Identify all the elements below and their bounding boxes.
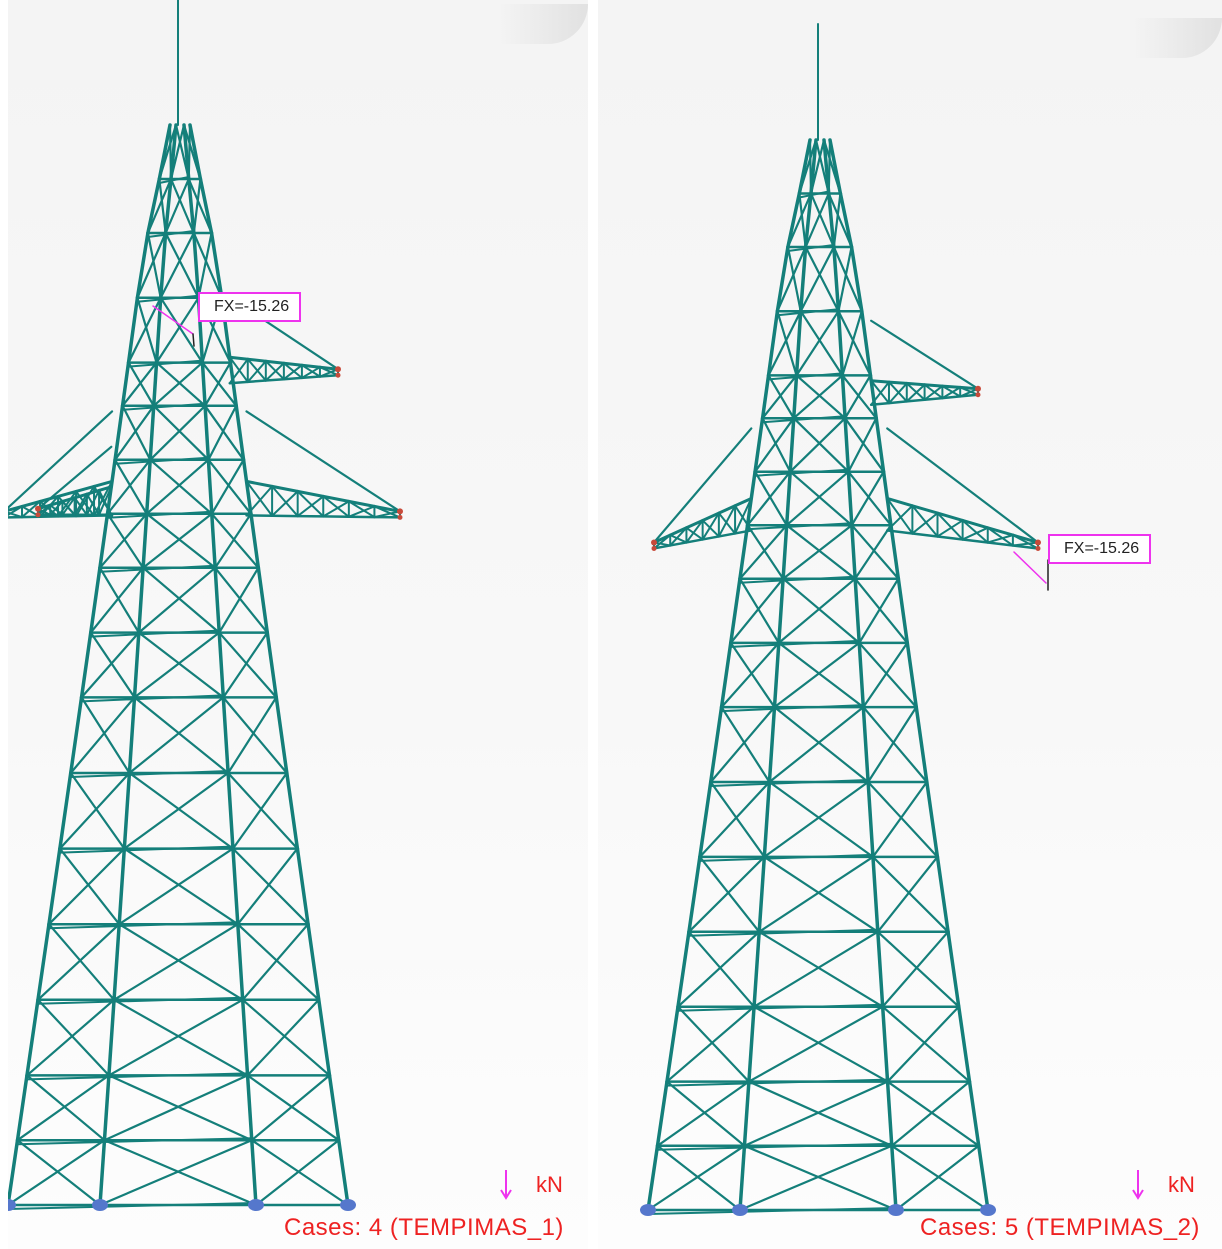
support-node-icon[interactable] [8,1199,16,1211]
unit-label: kN [536,1172,563,1197]
unit-indicator: kN [498,1168,563,1202]
structure-viewport-right[interactable]: FX=-15.26 kN Cases: 5 (TEMPIMAS_2) [598,0,1222,1249]
structure-viewport-left[interactable]: FX=-15.26 kN Cases: 4 (TEMPIMAS_1) [8,0,588,1249]
cases-label: Cases: 5 (TEMPIMAS_2) [920,1214,1200,1241]
support-node-icon[interactable] [92,1199,108,1211]
support-node-icon[interactable] [340,1199,356,1211]
force-value-label: FX=-15.26 [1048,534,1152,564]
force-value-text: FX=-15.26 [1064,540,1140,557]
view-divider [590,0,598,1249]
force-value-label: FX=-15.26 [198,292,302,322]
force-value-text: FX=-15.26 [214,298,290,315]
load-arrow-icon [500,1170,512,1200]
support-node-icon[interactable] [732,1204,748,1216]
transmission-tower-model[interactable] [8,0,588,1249]
unit-indicator: kN [1130,1168,1195,1202]
unit-label: kN [1168,1172,1195,1197]
cases-label: Cases: 4 (TEMPIMAS_1) [284,1214,564,1241]
support-node-icon[interactable] [640,1204,656,1216]
support-node-icon[interactable] [248,1199,264,1211]
support-node-icon[interactable] [888,1204,904,1216]
support-node-icon[interactable] [980,1204,996,1216]
load-arrow-icon [1132,1170,1144,1200]
transmission-tower-model[interactable] [598,0,1222,1249]
